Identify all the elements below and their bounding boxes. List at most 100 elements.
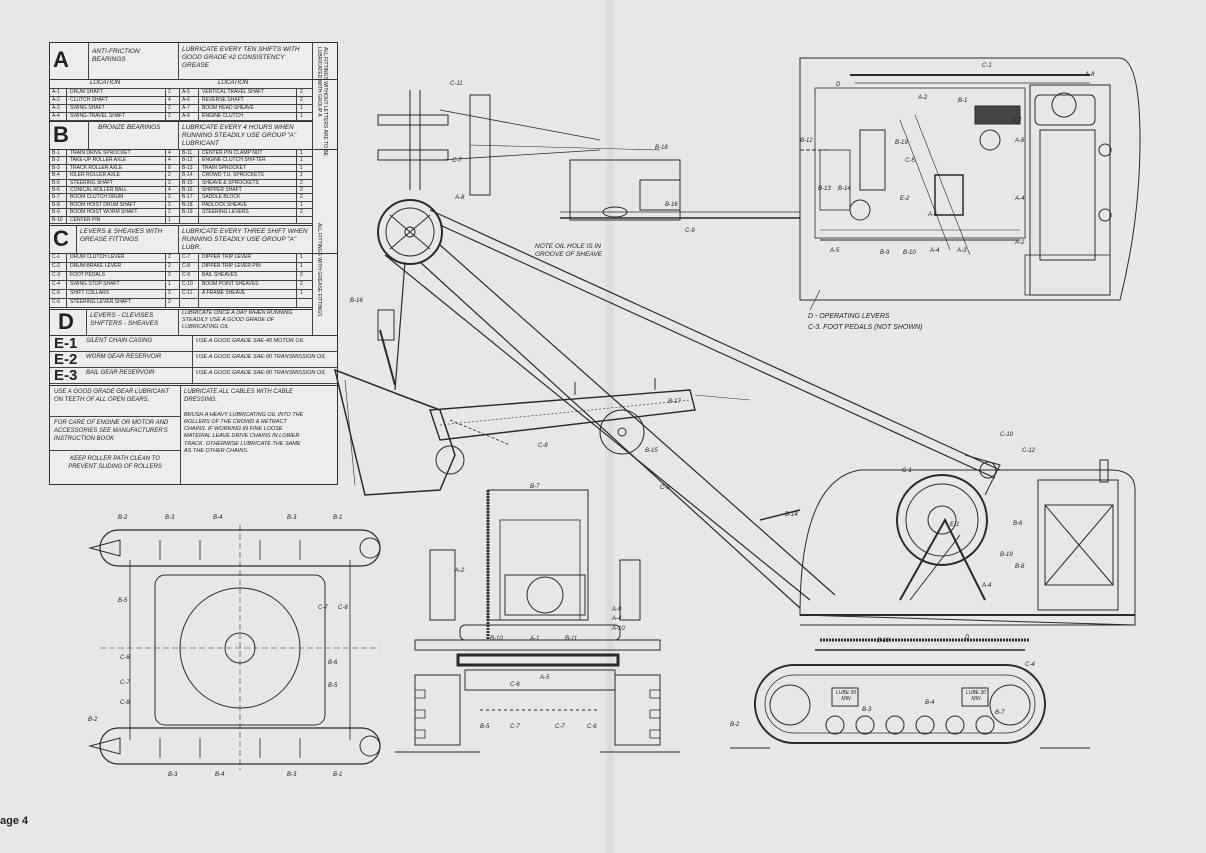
note-chains: BRUSH A HEAVY LUBRICATING OIL INTO THE R… xyxy=(184,412,304,454)
side-elevation-cab xyxy=(730,454,1136,749)
label-c4: C-4 xyxy=(1025,662,1035,668)
sectionB-row-name: TRACK ROLLER AXLE xyxy=(70,164,123,171)
row-divider xyxy=(50,280,312,281)
label-b16b: B-16 xyxy=(350,298,363,304)
section-a-col-location: LOCATION xyxy=(90,80,121,86)
sectionB-row-n2: 1 xyxy=(300,150,303,156)
sectionA-row-name: SWING-TRAVEL SHAFT xyxy=(70,113,126,119)
row-divider xyxy=(50,289,312,290)
section-d-instruction: LUBRICATE ONCE A DAY WHEN RUNNING STEADI… xyxy=(182,310,293,330)
sectionA-row-n2: 1 xyxy=(300,113,303,119)
sectionB-row-code2: B-12 xyxy=(182,157,193,164)
label-a6: A-6 xyxy=(1015,138,1025,144)
label-b1: B-1 xyxy=(958,98,968,104)
section-c-title: LEVERS & SHEAVES WITH GREASE FITTINGS xyxy=(80,228,163,244)
row-divider xyxy=(50,200,312,202)
side-note-1: ALL FITTINGS WITHOUT LETTERS ARE TO BE L… xyxy=(316,47,328,157)
sectionB-row-n2: 2 xyxy=(300,187,303,193)
sectionB-row-n: 2 xyxy=(168,194,171,201)
oil-code: E-2 xyxy=(54,351,78,368)
sectionB-row-name2: CENTER PIN CLAMP NUT xyxy=(202,150,263,156)
label-c1b: C-1 xyxy=(902,468,912,474)
sectionA-row-name2: BOOM HEAD SHEAVE xyxy=(202,105,254,111)
sectionB-row-n: 4 xyxy=(168,150,171,156)
oil-instruction: USE A GOOD GRADE SAE-90 TRANSMISSION OIL xyxy=(196,354,326,360)
label-p-b6: B-6 xyxy=(328,660,338,666)
sectionA-row-code: A-1 xyxy=(52,89,60,95)
label-a2c: A-2 xyxy=(455,568,465,574)
label-p-b4b: B-4 xyxy=(215,772,225,778)
note-engine: FOR CARE OF ENGINE OR MOTOR AND ACCESSOR… xyxy=(54,420,169,442)
label-p-b3a: B-3 xyxy=(165,515,175,521)
sectionB-row-n: 4 xyxy=(168,157,171,164)
sectionB-row-name: TAKE-UP ROLLER AXLE xyxy=(70,157,127,164)
row-divider xyxy=(50,112,312,113)
sectionC-row-name2: DIPPER TRIP LEVER PIN xyxy=(202,263,261,269)
sectionA-row-name: SWING SHAFT xyxy=(70,105,105,111)
label-a2: A-2 xyxy=(918,95,928,101)
page-number: age 4 xyxy=(0,815,29,827)
label-b4: B-4 xyxy=(925,700,935,706)
sectionC-row-name: STEERING LEVER SHAFT xyxy=(70,299,132,305)
sectionB-row-name: CENTER PIN xyxy=(70,216,101,223)
sectionC-row-name2: A FRAME SHEAVE xyxy=(202,290,246,296)
sectionC-row-name: DRUM CLUTCH LEVER xyxy=(70,254,125,260)
sectionB-row-code: B-8 xyxy=(52,201,60,208)
section-b-title: BRONZE BEARINGS xyxy=(98,124,161,131)
oil-divider xyxy=(50,367,337,368)
sectionB-row-n: 8 xyxy=(168,164,171,171)
section-d-header: D LEVERS - CLEVISES SHIFTERS - SHEAVES L… xyxy=(50,309,337,336)
sectionB-row-name: CONICAL ROLLER BALL xyxy=(70,187,128,193)
sectionA-row-n: 2 xyxy=(168,89,171,95)
column-divider xyxy=(198,88,199,120)
sectionC-row-code: C-4 xyxy=(52,281,61,287)
sectionB-row-name2: PADLOCK SHEAVE xyxy=(202,201,247,208)
sectionC-row-n2: 1 xyxy=(300,254,303,260)
label-b10b: B-10 xyxy=(490,636,503,642)
section-d-letter: D xyxy=(58,309,74,334)
sectionB-row-name2: SHEAVE & SPROCKETS xyxy=(202,179,259,186)
label-c7b: C-7 xyxy=(510,724,520,730)
label-b6: B-6 xyxy=(1013,521,1023,527)
sectionB-row-n2: 1 xyxy=(300,201,303,208)
sectionC-row-name: SHIFT COLLARS xyxy=(70,290,110,296)
label-c7: C-7 xyxy=(452,158,462,164)
label-a4: A-4 xyxy=(1015,196,1025,202)
sectionB-row-code: B-5 xyxy=(52,179,60,186)
sectionB-row-code2: B-14 xyxy=(182,172,193,179)
section-a-col-location2: LOCATION xyxy=(218,80,249,86)
row-divider xyxy=(50,193,312,195)
sectionC-row-n: 2 xyxy=(168,263,171,269)
label-b18: B-18 xyxy=(655,145,668,151)
row-divider xyxy=(50,186,312,187)
column-divider xyxy=(165,149,166,223)
column-divider xyxy=(296,149,297,223)
sectionA-row-name: DRUM SHAFT xyxy=(70,89,103,95)
sectionB-row-n2: 2 xyxy=(300,179,303,186)
oil-location: SILENT CHAIN CASING xyxy=(86,338,153,344)
row-divider xyxy=(50,163,312,165)
label-c6b: C-6 xyxy=(587,724,597,730)
label-p-b5a: B-5 xyxy=(118,598,128,604)
sectionA-row-n2: 1 xyxy=(300,105,303,111)
label-p-b2b: B-2 xyxy=(88,717,98,723)
sectionC-row-name: SWING STOP SHAFT xyxy=(70,281,120,287)
label-a8: A-8 xyxy=(455,195,465,201)
label-b7b: B-7 xyxy=(995,710,1005,716)
sectionC-row-code2: C-9 xyxy=(182,272,191,278)
sectionB-row-n: 2 xyxy=(168,172,171,179)
row-divider xyxy=(50,104,312,105)
section-a-header: A ANTI-FRICTION BEARINGS LUBRICATE EVERY… xyxy=(50,43,337,80)
sectionC-row-name: FOOT PEDALS xyxy=(70,272,105,278)
dipper-and-stick xyxy=(333,309,751,496)
sectionB-row-code2: B-13 xyxy=(182,164,193,171)
row-divider xyxy=(50,262,312,263)
label-d2: D xyxy=(965,635,970,641)
label-b15: B-15 xyxy=(645,448,658,454)
label-p-b1b: B-1 xyxy=(333,772,343,778)
oil-location: BAIL GEAR RESERVOIR xyxy=(86,370,155,376)
label-a10: A-10 xyxy=(612,626,625,632)
label-b5: B-5 xyxy=(480,724,490,730)
side-note-2: ALL FITTINGS WITH GREASE FITTINGS xyxy=(316,223,322,317)
label-b14: B-14 xyxy=(838,186,851,192)
